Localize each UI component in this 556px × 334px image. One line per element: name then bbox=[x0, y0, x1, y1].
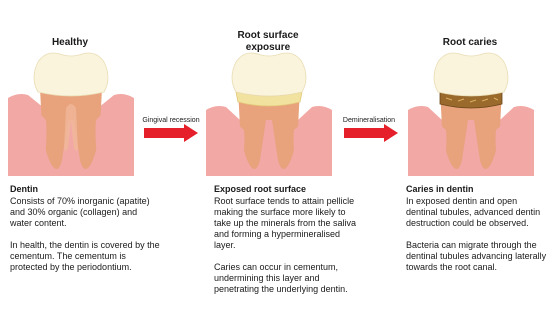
healthy-tooth-illustration bbox=[8, 48, 134, 176]
enamel-crown bbox=[232, 53, 306, 96]
arrow-right-icon bbox=[144, 124, 198, 142]
text-paragraph: Caries can occur in cementum, underminin… bbox=[214, 262, 364, 295]
text-paragraph: In exposed dentin and open dentinal tubu… bbox=[406, 196, 550, 229]
text-heading: Dentin bbox=[10, 184, 160, 195]
text-paragraph: Root surface tends to attain pellicle ma… bbox=[214, 196, 364, 251]
stage-title-line1: Root surface bbox=[226, 30, 310, 42]
text-block-exposed-root-surface: Exposed root surface Root surface tends … bbox=[214, 184, 364, 306]
root-caries-tooth-illustration bbox=[408, 48, 534, 176]
enamel-crown bbox=[34, 53, 108, 96]
enamel-crown bbox=[434, 53, 508, 96]
exposed-root-tooth-illustration bbox=[206, 48, 332, 176]
text-heading: Caries in dentin bbox=[406, 184, 550, 195]
arrow-right-icon bbox=[344, 124, 398, 142]
text-paragraph: Bacteria can migrate through the dentina… bbox=[406, 240, 550, 273]
text-paragraph: Consists of 70% inorganic (apatite) and … bbox=[10, 196, 160, 229]
text-block-caries-in-dentin: Caries in dentin In exposed dentin and o… bbox=[406, 184, 550, 284]
text-paragraph: In health, the dentin is covered by the … bbox=[10, 240, 160, 273]
text-heading: Exposed root surface bbox=[214, 184, 364, 195]
text-block-dentin: Dentin Consists of 70% inorganic (apatit… bbox=[10, 184, 160, 284]
